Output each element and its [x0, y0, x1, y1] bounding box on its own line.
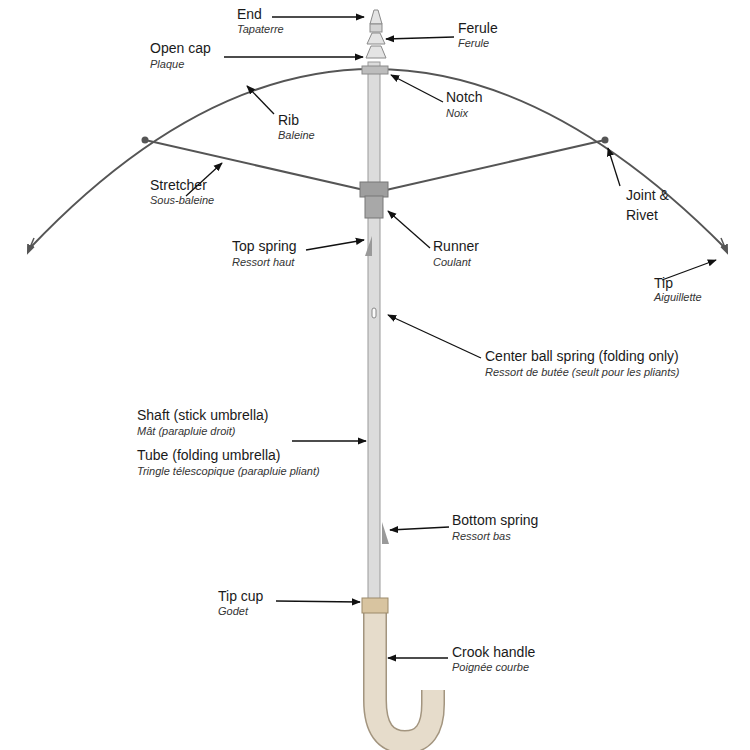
part-name-french: Aiguillette — [654, 291, 702, 304]
end-neck — [370, 24, 382, 32]
runner-sleeve — [365, 196, 383, 218]
joint — [142, 137, 149, 144]
open-cap — [366, 46, 386, 58]
leader-line — [388, 657, 448, 658]
part-name: Tip cup — [218, 588, 263, 604]
part-name: Ferule — [458, 20, 498, 36]
part-name: Rib — [278, 112, 299, 128]
notch — [362, 66, 388, 74]
tip-right — [721, 238, 726, 250]
leader-line — [224, 56, 363, 57]
leader-line — [272, 16, 364, 17]
joint — [602, 137, 609, 144]
part-name: End — [237, 6, 262, 22]
part-name-french: Noix — [446, 107, 468, 120]
part-name-french: Plaque — [150, 58, 184, 71]
part-name: Shaft (stick umbrella) — [137, 407, 268, 423]
part-name: Center ball spring (folding only) — [485, 348, 679, 364]
leader-line — [388, 315, 481, 358]
leader-line — [292, 440, 366, 441]
part-name-french: Godet — [218, 605, 248, 618]
crook-handle-fill — [375, 612, 433, 742]
part-name-french: Ferule — [458, 37, 489, 50]
center-ball-spring — [372, 308, 376, 318]
tip-cup — [362, 598, 388, 613]
part-name-french: Sous-baleine — [150, 194, 214, 207]
leader-line — [247, 86, 274, 114]
part-name-french: Ressort de butée (seult pour les pliants… — [485, 366, 679, 379]
part-name-french: Mât (parapluie droit) — [137, 425, 235, 438]
part-name-french: Baleine — [278, 129, 315, 142]
part-name: Open cap — [150, 40, 211, 56]
part-name: Top spring — [232, 238, 297, 254]
leader-line — [276, 601, 360, 602]
part-name: Crook handle — [452, 644, 535, 660]
part-name-french: Tringle télescopique (parapluie pliant) — [137, 465, 320, 478]
crook-handle — [375, 612, 433, 742]
part-name-french: Poignée courbe — [452, 661, 529, 674]
part-name: Stretcher — [150, 177, 207, 193]
ferule — [367, 33, 385, 44]
part-name-french: Tapaterre — [237, 23, 284, 36]
leaders — [186, 17, 716, 658]
runner — [360, 182, 388, 197]
leader-line — [391, 75, 443, 102]
part-name: Bottom spring — [452, 512, 538, 528]
end-cap — [370, 10, 382, 24]
tip-left — [29, 238, 34, 250]
top-spring — [365, 236, 372, 256]
part-name: Tube (folding umbrella) — [137, 447, 280, 463]
part-name-french: Ressort bas — [452, 530, 511, 543]
part-name: Runner — [433, 238, 479, 254]
leader-line — [390, 527, 449, 530]
part-name: Notch — [446, 89, 483, 105]
part-name-french: Ressort haut — [232, 256, 294, 269]
leader-line — [306, 240, 364, 250]
leader-line — [388, 211, 430, 248]
part-name: Joint & Rivet — [626, 185, 684, 225]
leader-line — [608, 148, 620, 186]
bottom-spring — [382, 522, 389, 544]
shaft — [368, 62, 380, 602]
part-name-french: Coulant — [433, 256, 471, 269]
part-name: Tip — [654, 275, 673, 291]
stretcher — [386, 140, 605, 190]
leader-line — [386, 37, 454, 39]
